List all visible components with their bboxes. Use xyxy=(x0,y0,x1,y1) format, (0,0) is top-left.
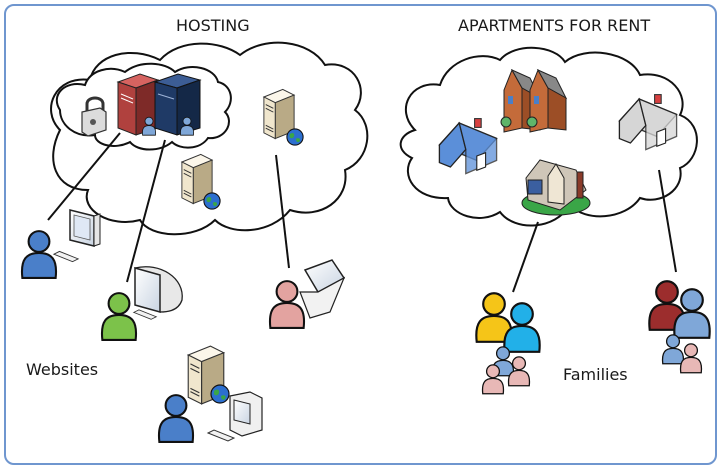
person-icon xyxy=(268,280,306,329)
suburban-house-icon xyxy=(521,159,591,216)
user-laptop-pink xyxy=(268,259,346,329)
websites-label: Websites xyxy=(26,360,99,379)
person-icon xyxy=(157,394,195,443)
apartments-title: APARTMENTS FOR RENT xyxy=(458,16,651,35)
family-group-2 xyxy=(648,280,711,374)
apartments-cloud xyxy=(399,46,698,227)
person-icon xyxy=(20,230,58,279)
user-desktop-blue xyxy=(20,209,101,279)
keyboard-icon xyxy=(53,250,79,263)
monitor-icon xyxy=(69,209,101,247)
townhouses-icon xyxy=(500,68,568,133)
globe-icon xyxy=(286,128,304,146)
lock-icon xyxy=(81,96,107,137)
user-with-own-server xyxy=(157,345,263,443)
user-desktop-green xyxy=(100,266,183,341)
keyboard-icon xyxy=(207,429,235,442)
globe-icon xyxy=(203,192,221,210)
family-group-1 xyxy=(475,292,541,395)
hosting-title: HOSTING xyxy=(176,16,250,35)
apartments-connectors xyxy=(512,169,677,293)
person-icon xyxy=(100,292,138,341)
person-icon xyxy=(661,334,685,365)
shared-server-blue-icon xyxy=(153,73,202,136)
diagram-frame xyxy=(4,4,717,465)
keyboard-icon xyxy=(133,309,157,320)
globe-icon xyxy=(210,384,230,404)
hosting-connectors xyxy=(47,132,290,283)
families-label: Families xyxy=(563,365,628,384)
